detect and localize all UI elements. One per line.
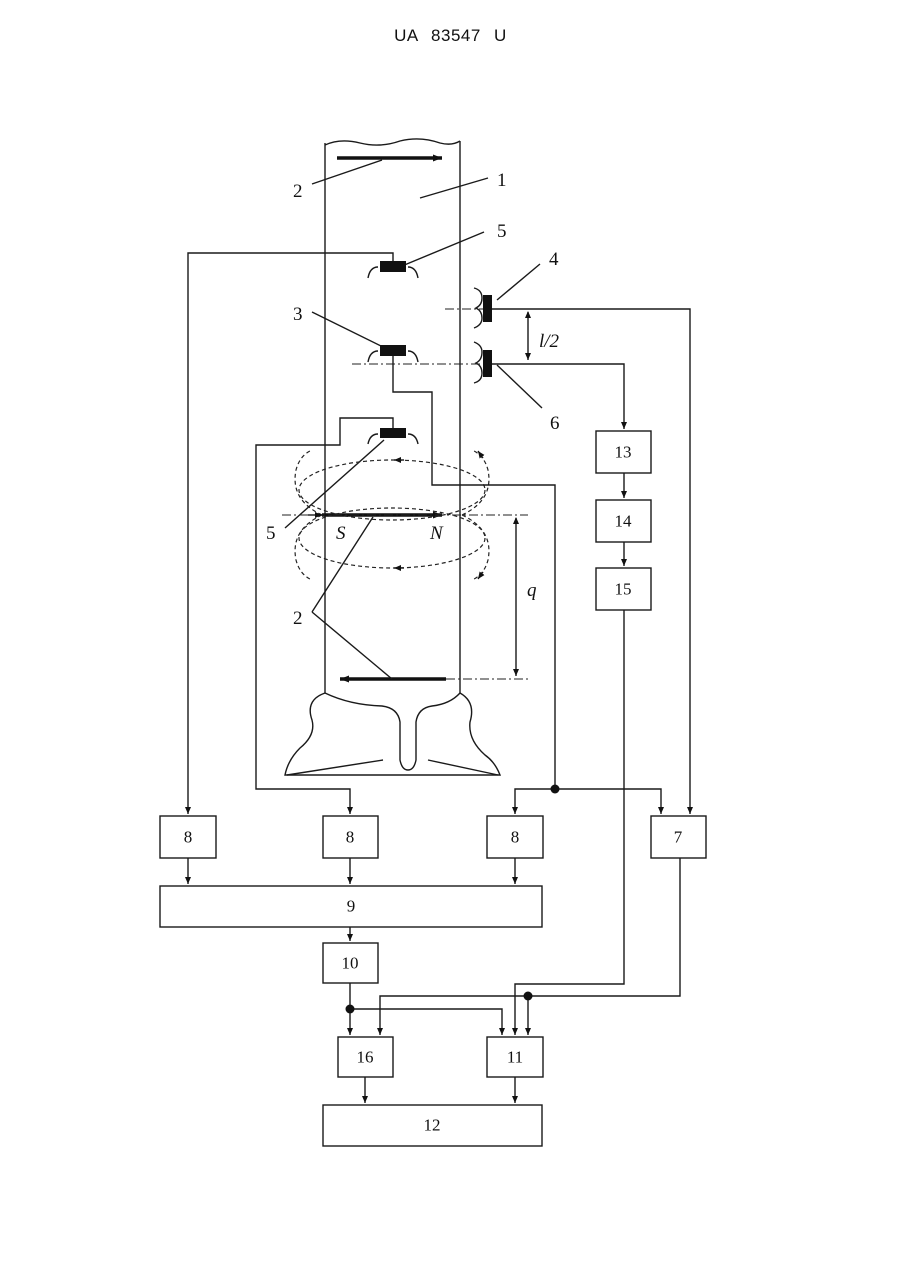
junction-dot: [524, 992, 533, 1001]
block-8a-label: 8: [184, 828, 193, 847]
block-16-label: 16: [357, 1048, 374, 1067]
label-3: 3: [293, 304, 303, 325]
label-2-top: 2: [293, 181, 303, 202]
junction-dot: [551, 785, 560, 794]
block-13: 13: [596, 431, 651, 473]
block-11: 11: [487, 1037, 543, 1077]
block-12-label: 12: [424, 1116, 441, 1135]
block-8a: 8: [160, 816, 216, 858]
block-16: 16: [338, 1037, 393, 1077]
label-1: 1: [497, 170, 507, 191]
block-11-label: 11: [507, 1048, 523, 1067]
sensor-6: [474, 342, 492, 383]
junction-dot: [346, 1005, 355, 1014]
label-5-top: 5: [497, 221, 507, 242]
spacing-q-label: q: [527, 580, 537, 601]
label-4: 4: [549, 249, 559, 270]
block-9-label: 9: [347, 897, 356, 916]
block-8c-label: 8: [511, 828, 520, 847]
label-5-bottom: 5: [266, 523, 276, 544]
half-length-label: l/2: [539, 331, 560, 352]
block-10-label: 10: [342, 954, 359, 973]
block-13-label: 13: [615, 443, 632, 462]
block-7-label: 7: [674, 828, 683, 847]
pole-north-label: N: [429, 523, 444, 544]
sensor-4: [474, 288, 492, 328]
block-12: 12: [323, 1105, 542, 1146]
block-9: 9: [160, 886, 542, 927]
block-14-label: 14: [615, 512, 633, 531]
pole-south-label: S: [336, 523, 346, 544]
block-8b: 8: [323, 816, 378, 858]
block-8c: 8: [487, 816, 543, 858]
label-2-bottom: 2: [293, 608, 303, 629]
block-15: 15: [596, 568, 651, 610]
block-15-label: 15: [615, 580, 632, 599]
sensor-5-top: [368, 261, 418, 278]
block-7: 7: [651, 816, 706, 858]
label-6: 6: [550, 413, 560, 434]
block-10: 10: [323, 943, 378, 983]
sensor-5-bottom: [368, 428, 418, 444]
block-14: 14: [596, 500, 651, 542]
block-8b-label: 8: [346, 828, 355, 847]
